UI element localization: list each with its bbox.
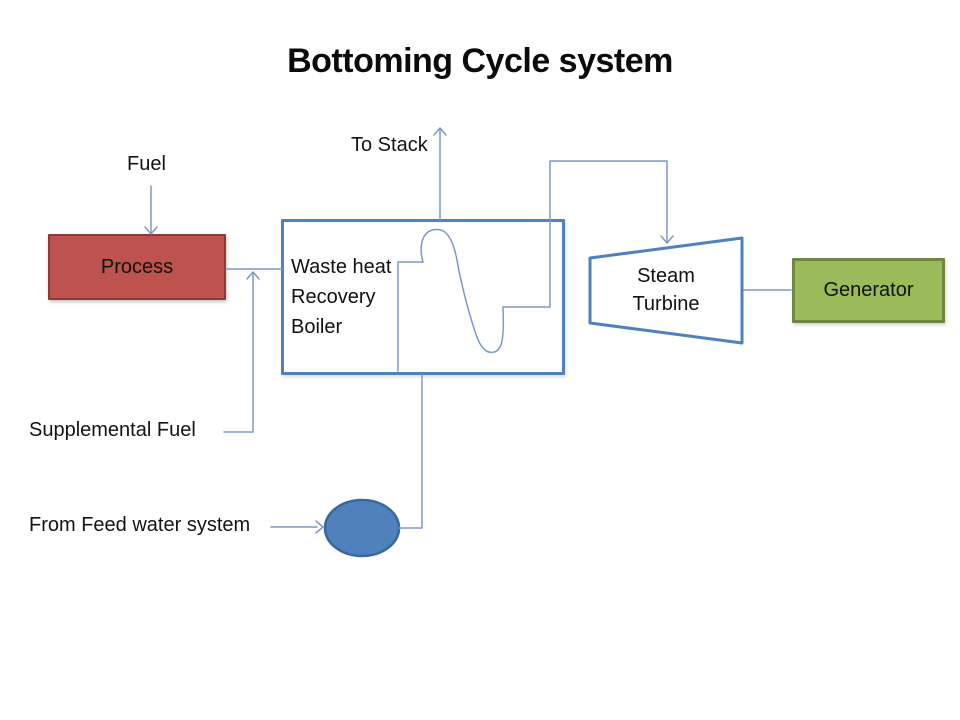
- boiler-label: Waste heat Recovery Boiler: [284, 252, 391, 342]
- supplemental-fuel-label: Supplemental Fuel: [29, 419, 196, 441]
- slide-title: Bottoming Cycle system: [287, 42, 673, 80]
- from-feed-water-label: From Feed water system: [29, 514, 251, 536]
- steam-turbine-label-line1: Steam: [637, 265, 695, 287]
- heat-exchanger-squiggle: [420, 228, 505, 354]
- feed-water-drum-shape: [323, 498, 401, 558]
- fuel-label: Fuel: [127, 153, 166, 175]
- waste-heat-recovery-boiler-node: Waste heat Recovery Boiler: [281, 219, 565, 375]
- generator-label: Generator: [823, 279, 914, 301]
- boiler-to-turbine-steam-arrow: [502, 160, 674, 308]
- fuel-arrow: [144, 185, 158, 235]
- feed-water-arrow: [270, 520, 324, 534]
- boiler-internal-pipe: [397, 261, 424, 372]
- process-node: Process: [48, 234, 226, 300]
- supplemental-fuel-arrow: [223, 271, 260, 433]
- process-label: Process: [100, 255, 174, 278]
- connector-group: [144, 127, 792, 534]
- to-stack-arrow: [433, 127, 447, 221]
- feed-water-pipe: [398, 374, 423, 529]
- generator-node: Generator: [792, 258, 945, 323]
- steam-turbine-label-line2: Turbine: [632, 293, 700, 315]
- boiler-label-line3: Boiler: [291, 316, 343, 338]
- steam-turbine-label: Steam Turbine: [590, 260, 742, 320]
- steam-turbine-shape: [588, 236, 744, 345]
- boiler-label-line2: Recovery: [291, 286, 376, 308]
- boiler-label-line1: Waste heat: [291, 256, 392, 278]
- to-stack-label: To Stack: [351, 134, 428, 156]
